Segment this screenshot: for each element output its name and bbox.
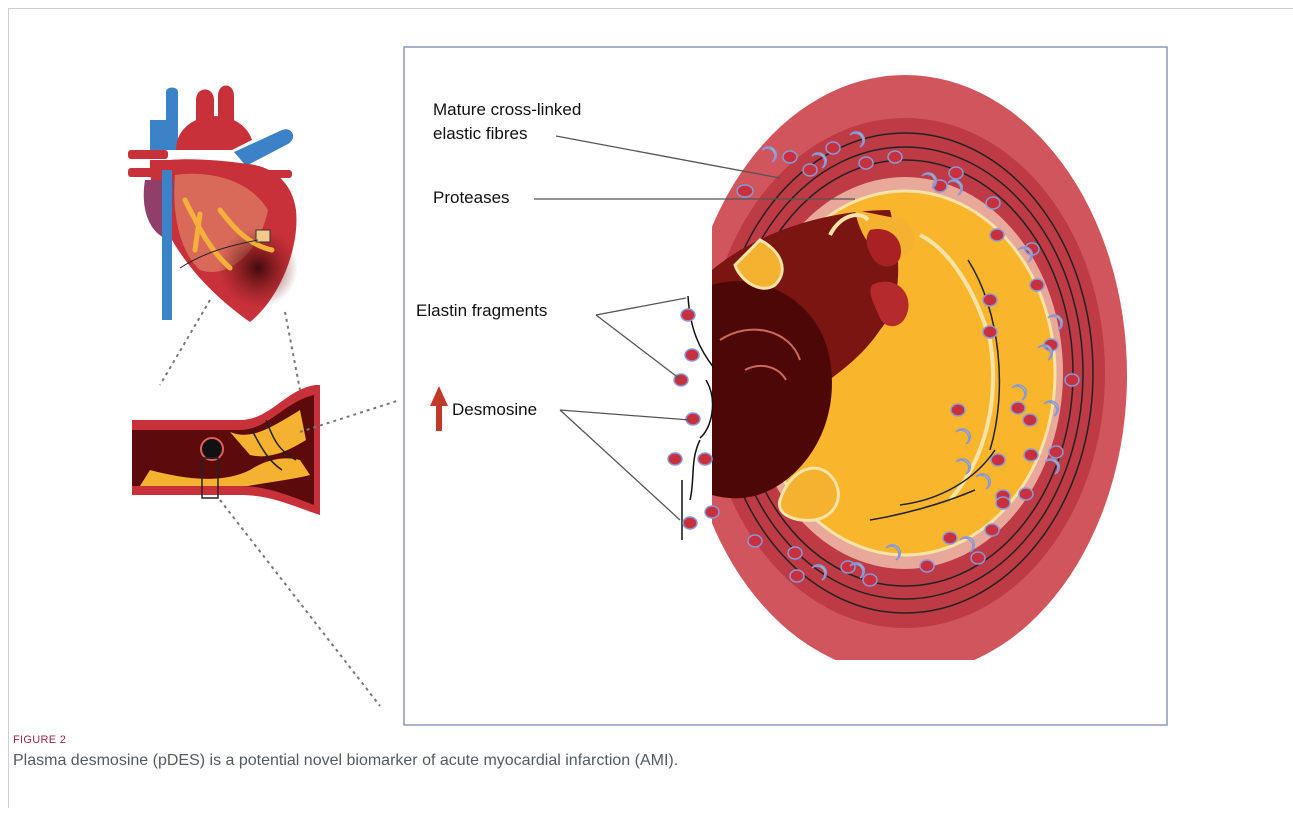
heart-illustration (128, 86, 298, 323)
callout-elastic-fibres-line1: Mature cross-linked (433, 100, 581, 119)
callout-elastin-fragments: Elastin fragments (416, 301, 547, 320)
artery-cross-section (132, 385, 320, 515)
artery-wall-detail (683, 75, 1127, 675)
zoom-connectors-heart (160, 300, 300, 390)
callout-desmosine: Desmosine (452, 400, 537, 419)
figure-label: FIGURE 2 (13, 734, 66, 746)
callout-proteases: Proteases (433, 188, 510, 207)
callout-elastic-fibres-line2: elastic fibres (433, 124, 527, 143)
figure-caption: Plasma desmosine (pDES) is a potential n… (13, 752, 678, 770)
